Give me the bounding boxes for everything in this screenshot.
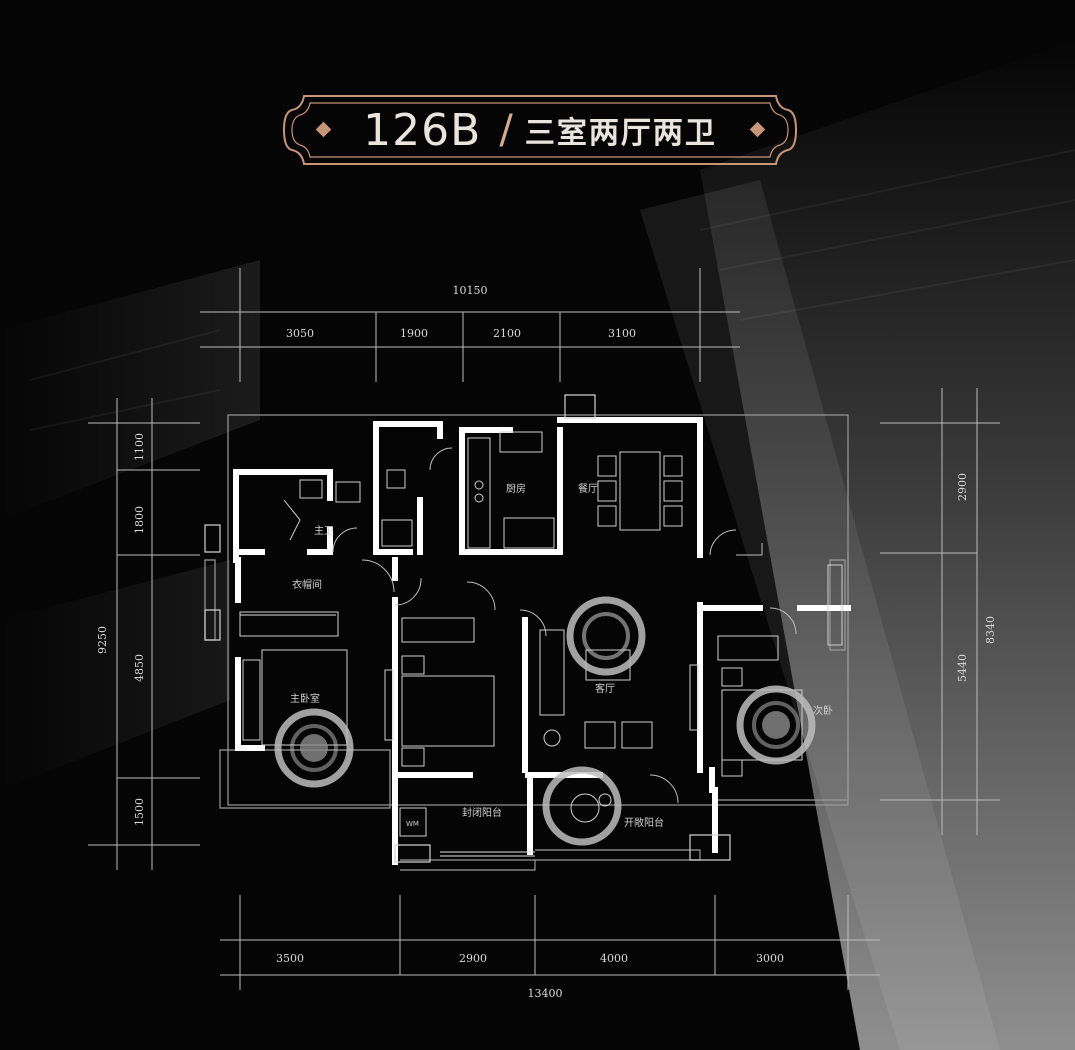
dim-left-2: 1800 xyxy=(133,506,146,534)
highlight-second-bedroom xyxy=(736,685,816,765)
dim-left-4: 1500 xyxy=(133,798,146,826)
highlight-circles xyxy=(274,596,816,846)
tv-cabinet xyxy=(242,659,261,741)
door-swings xyxy=(332,447,797,804)
label-open-balcony: 开敞阳台 xyxy=(624,816,664,829)
label-cloakroom: 衣帽间 xyxy=(292,578,322,591)
shower-screen xyxy=(283,499,301,541)
light-beam-right xyxy=(700,40,1075,1050)
washing-machine xyxy=(399,807,427,837)
dim-right-1: 2900 xyxy=(956,473,969,501)
sofa xyxy=(539,629,565,716)
label-washer: WM xyxy=(406,820,419,828)
kitchen-sink xyxy=(499,431,543,453)
window-marks xyxy=(240,614,535,857)
dim-bottom-3: 4000 xyxy=(600,952,628,965)
dim-top-3: 2100 xyxy=(493,327,521,340)
dim-right-2: 5440 xyxy=(956,654,969,682)
wardrobe xyxy=(717,635,779,661)
dim-right-total: 8340 xyxy=(984,616,997,644)
unit-model: 126B xyxy=(363,104,482,156)
label-dining: 餐厅 xyxy=(578,482,598,495)
left-dimension-lines xyxy=(88,398,200,870)
furniture xyxy=(239,431,843,837)
label-second-bedroom: 次卧 xyxy=(813,704,833,717)
dim-bottom-2: 2900 xyxy=(459,952,487,965)
bed xyxy=(401,675,495,747)
title-separator: / xyxy=(499,107,513,153)
kitchen-counter xyxy=(467,437,491,549)
highlight-living xyxy=(566,596,646,676)
bay-windows xyxy=(204,394,731,863)
tv-cabinet xyxy=(689,664,699,731)
highlight-balcony xyxy=(542,766,622,846)
light-beam-highlight xyxy=(640,180,1000,1050)
label-laundry-balcony: 封闭阳台 xyxy=(462,806,502,819)
dim-bottom-4: 3000 xyxy=(756,952,784,965)
label-living: 客厅 xyxy=(595,682,615,695)
label-master-bath: 主卫 xyxy=(314,525,334,537)
dim-left-3: 4850 xyxy=(133,654,146,682)
title-badge: 126B / 三室两厅两卫 xyxy=(280,92,800,168)
top-dimension-lines xyxy=(200,268,740,382)
unit-layout: 三室两厅两卫 xyxy=(524,116,717,151)
light-streak-left-lower xyxy=(0,560,230,790)
armchair xyxy=(621,721,653,749)
light-streak-left xyxy=(0,260,260,520)
right-dimension-lines xyxy=(880,388,1000,835)
dim-top-4: 3100 xyxy=(608,327,636,340)
dim-top-1: 3050 xyxy=(286,327,314,340)
fridge xyxy=(503,517,555,549)
dining-table xyxy=(619,451,661,531)
label-master-bedroom: 主卧室 xyxy=(290,692,320,705)
title-text: 126B / 三室两厅两卫 xyxy=(280,92,800,168)
highlight-master xyxy=(274,708,354,788)
wardrobe xyxy=(401,617,475,643)
title-badge-frame xyxy=(282,95,798,165)
dim-left-total: 9250 xyxy=(96,626,109,654)
toilet xyxy=(386,469,406,489)
label-kitchen: 厨房 xyxy=(506,482,526,495)
dim-top-total: 10150 xyxy=(453,284,488,297)
wardrobe xyxy=(239,611,339,637)
sink xyxy=(335,481,361,503)
armchair xyxy=(584,721,616,749)
walls xyxy=(233,417,851,865)
dim-bottom-1: 3500 xyxy=(276,952,304,965)
dim-bottom-total: 13400 xyxy=(528,987,563,1000)
dim-top-2: 1900 xyxy=(400,327,428,340)
toilet xyxy=(299,479,323,499)
dim-left-1: 1100 xyxy=(133,433,146,461)
shower-tray xyxy=(381,519,413,547)
bottom-dimension-lines xyxy=(220,895,880,990)
